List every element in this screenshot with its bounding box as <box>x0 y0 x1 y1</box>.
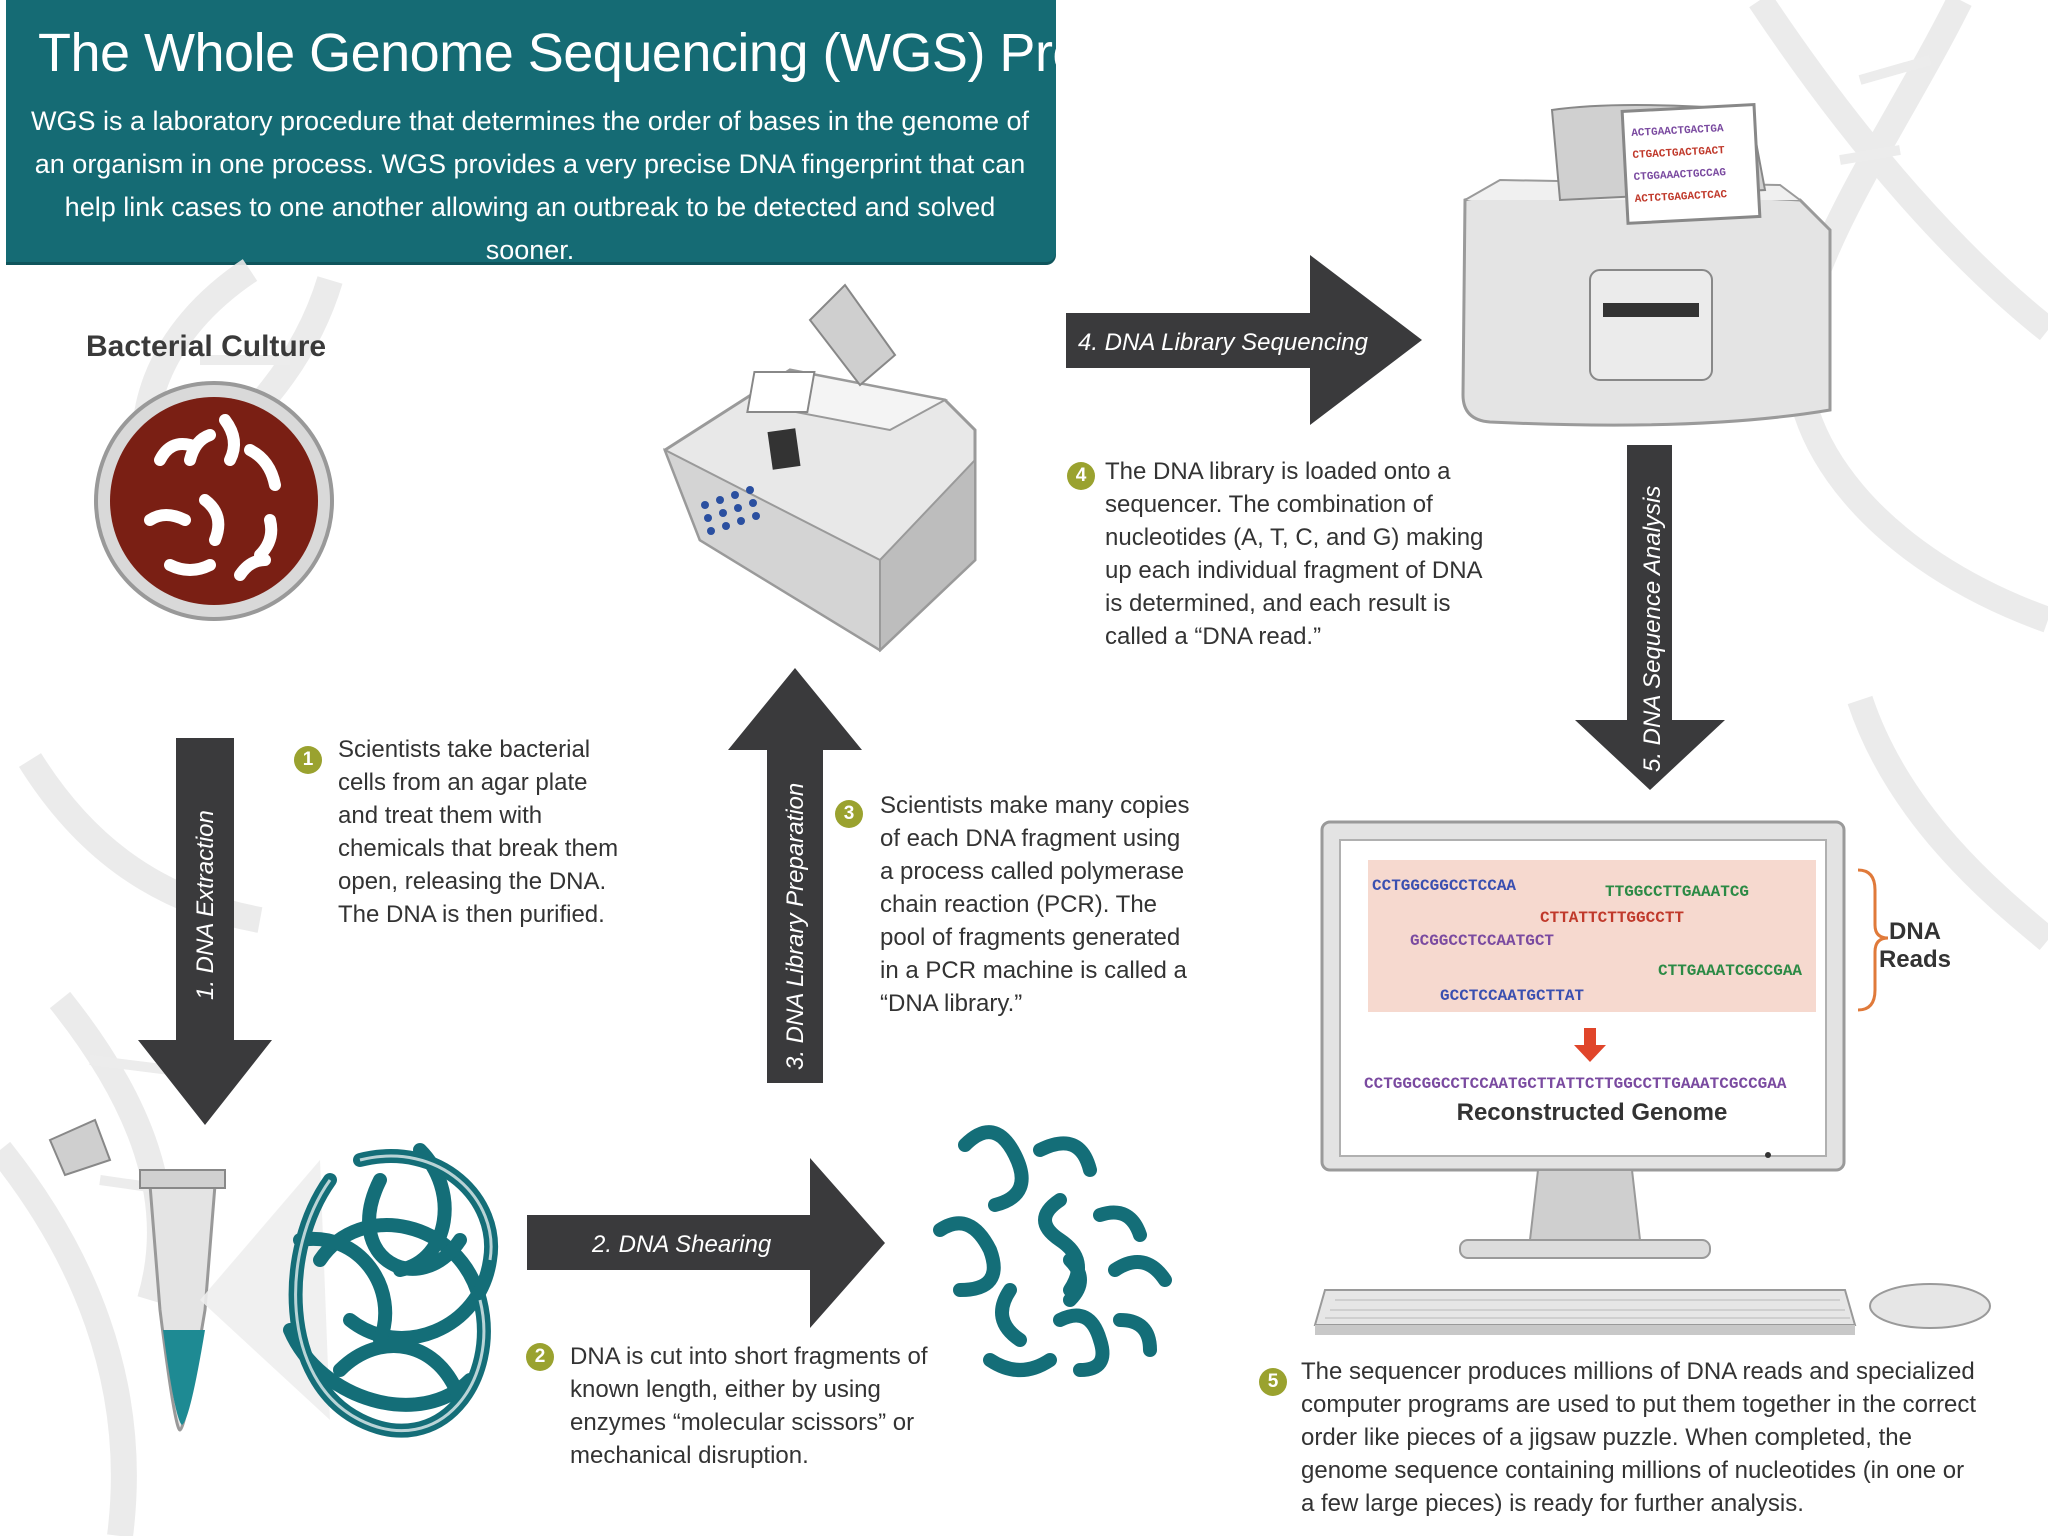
arrow-label-analysis: 5. DNA Sequence Analysis <box>1639 486 1666 772</box>
arrow-dna-library-sequencing <box>1066 255 1422 425</box>
step-2-text: DNA is cut into short fragments of known… <box>570 1343 928 1469</box>
sequencer-icon <box>1461 102 1832 427</box>
step-5-badge: 5 <box>1259 1368 1287 1396</box>
step-4-text: The DNA library is loaded onto a sequenc… <box>1105 458 1484 650</box>
arrow-dna-shearing <box>527 1158 885 1328</box>
arrow-dna-extraction <box>138 738 272 1125</box>
page-subtitle: WGS is a laboratory procedure that deter… <box>30 106 1030 265</box>
keyboard-icon <box>1313 1289 1857 1335</box>
arrow-dna-sequence-analysis <box>1575 445 1725 790</box>
arrow-label-library-seq: 4. DNA Library Sequencing <box>1078 329 1369 356</box>
dna-read: TTGGCCTTGAAATCG <box>1605 883 1749 901</box>
dna-reads: CCTGGCGGCCTCCAA TTGGCCTTGAAATCG CTTATTCT… <box>1372 877 1802 1005</box>
header-banner <box>6 0 1056 262</box>
computer-monitor-icon <box>1320 820 1846 1259</box>
step-3-badge: 3 <box>835 800 863 828</box>
arrow-dna-library-preparation <box>728 668 862 1083</box>
reconstructed-genome-sequence: CCTGGCGGCCTCCAATGCTTATTCTTGGCCTTGAAATCGC… <box>1364 1075 1787 1093</box>
arrow-label-library-prep: 3. DNA Library Preparation <box>782 783 809 1070</box>
arrow-label-extraction: 1. DNA Extraction <box>192 810 219 1000</box>
sequencer-screen: ACTGAACTGACTGA CTGACTGACTGACT CTGGAAACTG… <box>1631 123 1728 206</box>
step-4-badge: 4 <box>1067 462 1095 490</box>
dna-reads-label-line1: DNA <box>1889 918 1941 945</box>
mouse-icon <box>1869 1283 1991 1329</box>
step-3-text: Scientists make many copies of each DNA … <box>880 792 1190 1017</box>
bacterial-culture-label: Bacterial Culture <box>86 330 327 363</box>
step-5-text: The sequencer produces millions of DNA r… <box>1301 1358 1977 1517</box>
dna-read: CCTGGCGGCCTCCAA <box>1372 877 1516 895</box>
reconstructed-genome-label: Reconstructed Genome <box>1457 1099 1728 1126</box>
screen-line: ACTCTGAGACTCAC <box>1634 189 1727 206</box>
dna-read: CTTATTCTTGGCCTT <box>1540 909 1684 927</box>
screen-line: CTGGAAACTGCCAG <box>1633 167 1726 184</box>
page-title: The Whole Genome Sequencing (WGS) Proces… <box>38 23 1192 83</box>
dna-read: GCGGCCTCCAATGCT <box>1410 932 1554 950</box>
arrow-label-shearing: 2. DNA Shearing <box>591 1231 772 1258</box>
step-1-badge: 1 <box>294 746 322 774</box>
step-1-text: Scientists take bacterial cells from an … <box>338 736 619 928</box>
pcr-machine-icon <box>663 283 977 653</box>
screen-line: CTGACTGACTGACT <box>1632 145 1725 162</box>
dna-reads-label: DNA Reads <box>1870 918 1960 974</box>
screen-line: ACTGAACTGACTGA <box>1631 123 1724 140</box>
down-arrow-icon <box>1574 1028 1606 1062</box>
step-2-badge: 2 <box>526 1343 554 1371</box>
dna-read: CTTGAAATCGCCGAA <box>1658 962 1802 980</box>
dna-reads-label-line2: Reads <box>1878 946 1952 973</box>
reads-brace-icon <box>1857 868 1889 1012</box>
dna-read: GCCTCCAATGCTTAT <box>1440 987 1584 1005</box>
petri-dish-icon <box>94 381 334 621</box>
dna-fragments-icon <box>933 1125 1172 1377</box>
